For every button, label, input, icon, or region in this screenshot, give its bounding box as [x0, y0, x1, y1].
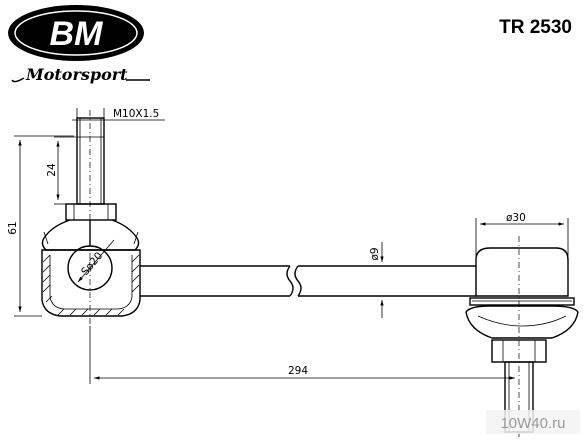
height-label: 61 [7, 221, 19, 234]
logo-tagline: Motorsport [25, 65, 128, 84]
stabilizer-rod [140, 265, 476, 297]
rod-diameter-label: ø9 [369, 247, 381, 260]
brand-logo: BM Motorsport [8, 5, 150, 84]
dim-rod-diameter: ø9 [369, 242, 384, 318]
watermark: 10W40.ru [486, 410, 580, 434]
length-label: 294 [288, 365, 308, 377]
watermark-text: 10W40.ru [500, 415, 565, 432]
ball-joint-left [41, 110, 141, 325]
dim-height: 61 [7, 135, 74, 317]
bushing-diameter-label: ø30 [506, 212, 526, 224]
dim-stud-length: 24 [46, 136, 76, 205]
bushing-end-right [465, 236, 579, 440]
thread-label: M10X1.5 [113, 108, 159, 120]
dim-bushing-diameter: ø30 [475, 212, 569, 256]
logo-text: BM [50, 15, 104, 53]
stud-length-label: 24 [46, 163, 58, 177]
part-number: TR 2530 [499, 17, 572, 38]
dim-length: 294 [89, 326, 515, 384]
dim-thread: M10X1.5 [72, 108, 165, 121]
